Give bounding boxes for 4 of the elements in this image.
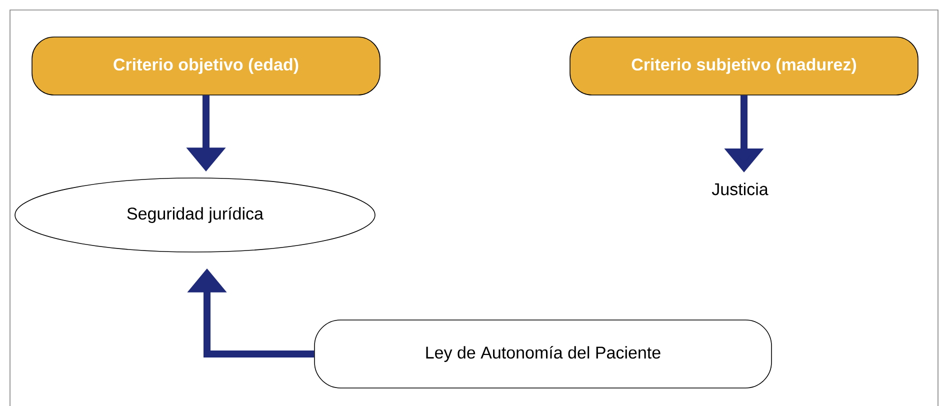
law-box: Ley de Autonomía del Paciente <box>314 320 772 388</box>
criterion-box: Criterio subjetivo (madurez) <box>570 36 918 96</box>
outcome-text: Justicia <box>712 182 768 196</box>
criterion-box: Criterio objetivo (edad) <box>32 36 380 96</box>
